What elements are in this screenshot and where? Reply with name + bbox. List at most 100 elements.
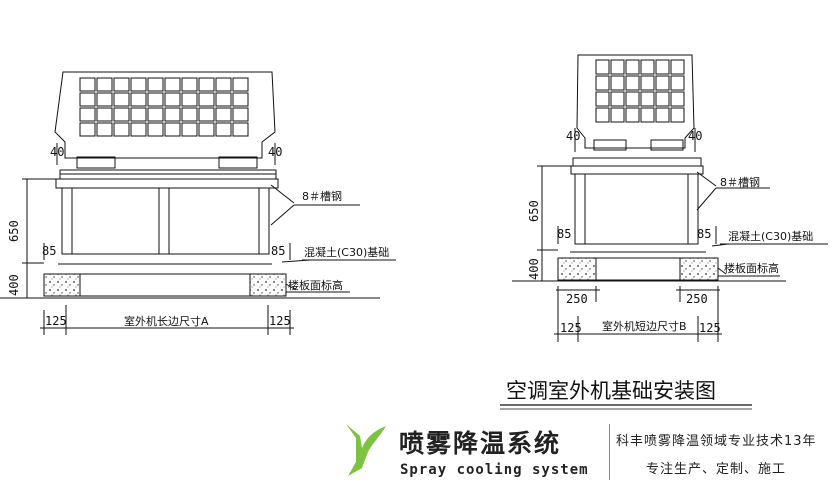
right-dim-40-right: 40	[688, 129, 702, 143]
left-leg-2	[158, 187, 170, 255]
grille-cell	[670, 59, 685, 75]
slogan-line-1: 科丰喷雾降温领域专业技术13年	[616, 434, 817, 449]
grille-cell	[181, 92, 198, 107]
grille-cell	[215, 107, 232, 122]
leaf-logo-icon	[346, 424, 386, 476]
grille-cell	[232, 77, 249, 92]
grille-cell	[113, 122, 130, 137]
right-dim-250-left: 250	[566, 292, 588, 306]
left-label-channel-steel: 8＃槽钢	[302, 190, 342, 203]
grille-cell	[181, 107, 198, 122]
grille-cell	[215, 122, 232, 137]
right-label-concrete: 混凝土(C30)基础	[728, 229, 813, 243]
grille-cell	[595, 107, 610, 123]
grille-cell	[198, 107, 215, 122]
grille-cell	[640, 107, 655, 123]
grille-cell	[79, 92, 96, 107]
left-dim-125-left: 125	[45, 314, 67, 328]
right-dim-85-right: 85	[697, 227, 711, 241]
grille-cell	[670, 107, 685, 123]
right-dim-85-left: 85	[557, 227, 571, 241]
installation-drawing: 650 400 40 40 85 85 125 125 8＃槽钢 混凝土(C30…	[0, 54, 828, 410]
grille-cell	[130, 122, 147, 137]
right-dim-125-left: 125	[560, 321, 582, 335]
left-label-concrete: 混凝土(C30)基础	[304, 245, 389, 259]
grille-cell	[610, 59, 625, 75]
right-label-length-b: 室外机短边尺寸B	[602, 319, 687, 333]
grille-cell	[96, 107, 113, 122]
left-concrete-base-left	[43, 273, 81, 297]
grille-cell	[113, 107, 130, 122]
grille-cell	[232, 122, 249, 137]
left-vent-left	[76, 156, 116, 169]
right-label-channel-steel: 8＃槽钢	[720, 176, 760, 189]
left-dim-40-right: 40	[268, 145, 282, 159]
grille-cell	[147, 107, 164, 122]
left-dim-85-left: 85	[42, 244, 56, 258]
grille-cell	[655, 107, 670, 123]
grille-cell	[610, 91, 625, 107]
grille-cell	[625, 91, 640, 107]
left-unit	[0, 71, 396, 335]
grille-cell	[130, 107, 147, 122]
grille-cell	[130, 77, 147, 92]
left-dim-400: 400	[7, 274, 21, 296]
grille-cell	[130, 92, 147, 107]
grille-cell	[232, 92, 249, 107]
left-dim-650: 650	[7, 220, 21, 242]
brand-name: 喷雾降温系统	[399, 429, 562, 458]
grille-cell	[96, 122, 113, 137]
grille-cell	[113, 92, 130, 107]
grille-cell	[655, 91, 670, 107]
brand-subtitle: Spray cooling system	[400, 462, 589, 478]
right-dim-250-right: 250	[686, 292, 708, 306]
grille-cell	[113, 77, 130, 92]
grille-cell	[232, 107, 249, 122]
grille-cell	[79, 77, 96, 92]
right-base-plate	[572, 157, 702, 167]
grille-cell	[198, 122, 215, 137]
right-dim-125-right: 125	[699, 321, 721, 335]
grille-cell	[640, 75, 655, 91]
left-concrete-base-right	[249, 273, 287, 297]
grille-cell	[164, 107, 181, 122]
grille-cell	[595, 59, 610, 75]
grille-cell	[610, 75, 625, 91]
grille-cell	[215, 77, 232, 92]
grille-cell	[640, 91, 655, 107]
left-channel-beam	[55, 178, 279, 189]
grille-cell	[96, 77, 113, 92]
left-vent-right	[218, 156, 258, 169]
grille-cell	[610, 107, 625, 123]
right-dim-400: 400	[527, 258, 541, 280]
grille-cell	[670, 91, 685, 107]
grille-cell	[595, 75, 610, 91]
grille-cell	[181, 77, 198, 92]
right-label-floor-level: 楼板面标高	[724, 261, 779, 275]
grille-cell	[655, 59, 670, 75]
grille-cell	[164, 77, 181, 92]
left-leg-3	[258, 187, 270, 255]
right-vent-right	[650, 139, 684, 151]
left-dim-125-right: 125	[269, 314, 291, 328]
grille-cell	[625, 107, 640, 123]
left-unit-housing	[54, 71, 276, 159]
left-dim-85-right: 85	[271, 244, 285, 258]
grille-cell	[79, 107, 96, 122]
left-label-length-a: 室外机长边尺寸A	[124, 314, 209, 328]
grille-cell	[147, 77, 164, 92]
grille-cell	[670, 75, 685, 91]
right-dim-40-left: 40	[566, 129, 580, 143]
grille-cell	[164, 122, 181, 137]
left-dim-40-left: 40	[50, 145, 64, 159]
grille-cell	[198, 77, 215, 92]
left-unit-grille	[79, 77, 249, 137]
grille-cell	[96, 92, 113, 107]
drawing-title: 空调室外机基础安装图	[506, 379, 716, 403]
right-unit-housing	[576, 54, 695, 149]
grille-cell	[164, 92, 181, 107]
grille-cell	[147, 92, 164, 107]
grille-cell	[147, 122, 164, 137]
right-concrete-base-right	[679, 257, 719, 281]
right-unit-grille	[595, 59, 685, 123]
